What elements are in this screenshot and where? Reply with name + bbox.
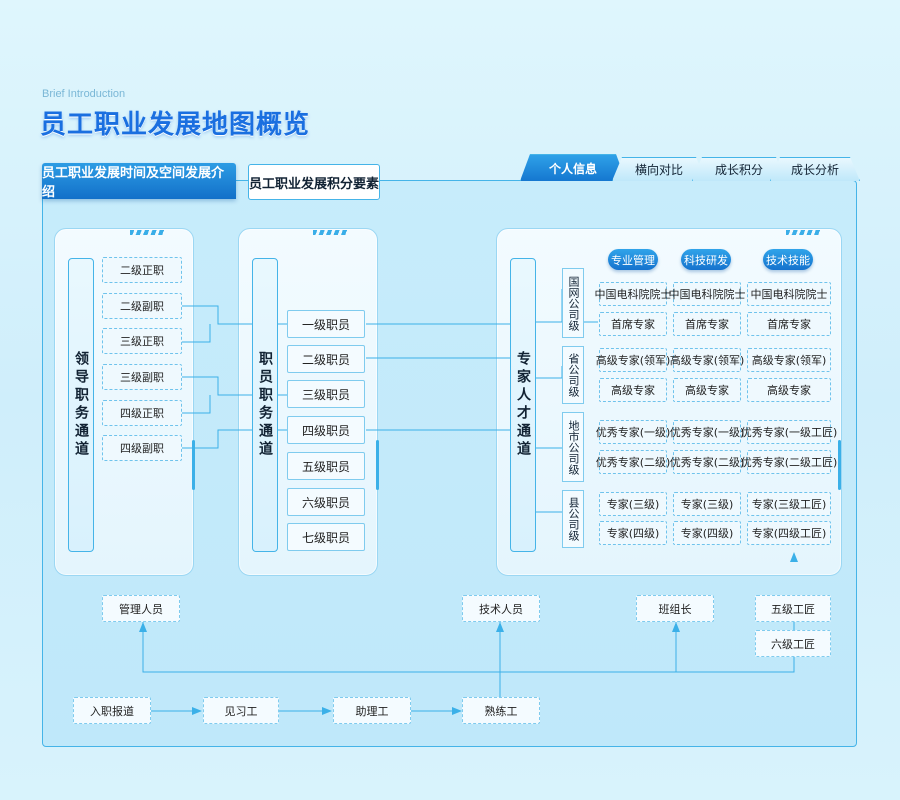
expert-title-cell[interactable]: 专家(四级)	[673, 521, 741, 545]
expert-title-cell[interactable]: 优秀专家(一级工匠)	[741, 420, 837, 444]
panel-stripes-decoration	[130, 230, 164, 235]
expert-title-cell[interactable]: 中国电科院院士	[747, 282, 831, 306]
tier-city: 地市公司级	[562, 412, 584, 482]
flow-step-trainee[interactable]: 见习工	[203, 697, 279, 724]
panel-edge-accent	[192, 440, 195, 490]
column-pill-management[interactable]: 专业管理	[608, 249, 658, 270]
expert-title-cell[interactable]: 首席专家	[599, 312, 667, 336]
page-subtitle: Brief Introduction	[42, 88, 126, 100]
expert-title-cell[interactable]: 优秀专家(二级)	[596, 450, 670, 474]
leadership-level[interactable]: 二级正职	[102, 257, 182, 283]
leadership-level[interactable]: 二级副职	[102, 293, 182, 319]
tier-state-grid: 国网公司级	[562, 268, 584, 338]
expert-title-cell[interactable]: 优秀专家(一级)	[596, 420, 670, 444]
tier-province: 省公司级	[562, 346, 584, 404]
expert-title-cell[interactable]: 高级专家(领军)	[670, 348, 744, 372]
leadership-level[interactable]: 四级副职	[102, 435, 182, 461]
leadership-level[interactable]: 四级正职	[102, 400, 182, 426]
expert-title-cell[interactable]: 首席专家	[747, 312, 831, 336]
staff-level[interactable]: 四级职员	[287, 416, 365, 444]
staff-level[interactable]: 三级职员	[287, 380, 365, 408]
role-team-leader[interactable]: 班组长	[636, 595, 714, 622]
column-pill-research[interactable]: 科技研发	[681, 249, 731, 270]
staff-level[interactable]: 一级职员	[287, 310, 365, 338]
staff-channel-title: 职员职务通道	[252, 258, 278, 552]
panel-stripes-decoration	[786, 230, 820, 235]
panel-stripes-decoration	[313, 230, 347, 235]
expert-title-cell[interactable]: 中国电科院院士	[669, 282, 746, 306]
expert-title-cell[interactable]: 高级专家	[599, 378, 667, 402]
expert-title-cell[interactable]: 专家(四级工匠)	[747, 521, 831, 545]
role-technical-staff[interactable]: 技术人员	[462, 595, 540, 622]
expert-title-cell[interactable]: 优秀专家(一级)	[670, 420, 744, 444]
tab-personal-info[interactable]: 个人信息	[520, 154, 626, 181]
leadership-channel-title: 领导职务通道	[68, 258, 94, 552]
panel-edge-accent	[838, 440, 841, 490]
expert-title-cell[interactable]: 优秀专家(二级工匠)	[741, 450, 837, 474]
tab-growth-score[interactable]: 成长积分	[692, 157, 786, 181]
expert-title-cell[interactable]: 高级专家(领军)	[596, 348, 670, 372]
expert-channel-title: 专家人才通道	[510, 258, 536, 552]
leadership-level[interactable]: 三级副职	[102, 364, 182, 390]
expert-title-cell[interactable]: 专家(四级)	[599, 521, 667, 545]
expert-title-cell[interactable]: 首席专家	[673, 312, 741, 336]
panel-edge-accent	[376, 440, 379, 490]
column-pill-skills[interactable]: 技术技能	[763, 249, 813, 270]
expert-title-cell[interactable]: 专家(三级)	[673, 492, 741, 516]
tier-county: 县公司级	[562, 490, 584, 548]
expert-title-cell[interactable]: 专家(三级工匠)	[747, 492, 831, 516]
flow-step-skilled[interactable]: 熟练工	[462, 697, 540, 724]
expert-title-cell[interactable]: 高级专家	[747, 378, 831, 402]
flow-step-onboarding[interactable]: 入职报道	[73, 697, 151, 724]
staff-level[interactable]: 七级职员	[287, 523, 365, 551]
expert-title-cell[interactable]: 中国电科院院士	[595, 282, 672, 306]
expert-title-cell[interactable]: 专家(三级)	[599, 492, 667, 516]
expert-title-cell[interactable]: 高级专家(领军)	[747, 348, 831, 372]
tab-score-elements[interactable]: 员工职业发展积分要素	[248, 164, 380, 200]
staff-level[interactable]: 二级职员	[287, 345, 365, 373]
flow-step-assistant[interactable]: 助理工	[333, 697, 411, 724]
expert-title-cell[interactable]: 优秀专家(二级)	[670, 450, 744, 474]
leadership-level[interactable]: 三级正职	[102, 328, 182, 354]
tab-growth-analysis[interactable]: 成长分析	[770, 157, 860, 181]
role-management-staff[interactable]: 管理人员	[102, 595, 180, 622]
page-title: 员工职业发展地图概览	[40, 110, 311, 140]
role-craftsman-5[interactable]: 五级工匠	[755, 595, 831, 622]
staff-level[interactable]: 六级职员	[287, 488, 365, 516]
tab-time-space-intro[interactable]: 员工职业发展时间及空间发展介绍	[42, 163, 236, 200]
role-craftsman-6[interactable]: 六级工匠	[755, 630, 831, 657]
staff-level[interactable]: 五级职员	[287, 452, 365, 480]
expert-title-cell[interactable]: 高级专家	[673, 378, 741, 402]
